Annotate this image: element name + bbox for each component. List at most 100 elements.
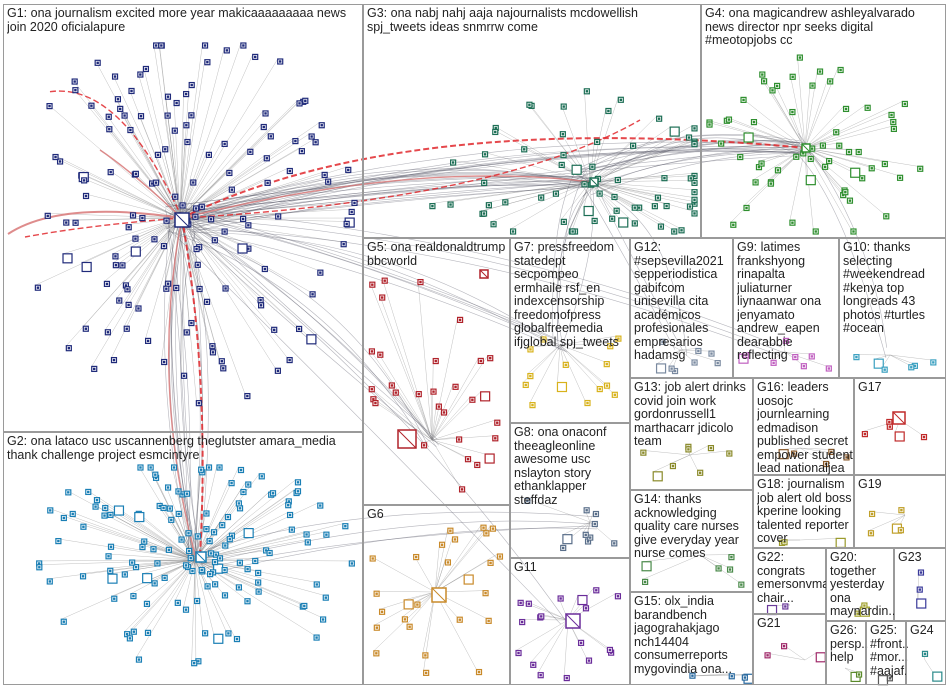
node-marker (583, 205, 594, 217)
node-core (739, 155, 742, 159)
node-core (103, 514, 106, 517)
edge-line (131, 217, 181, 248)
edge-line (774, 83, 806, 149)
edge-line (406, 591, 436, 625)
node-core (154, 44, 158, 47)
edge-line (844, 667, 852, 673)
edge-line (481, 180, 591, 183)
node-core (113, 597, 116, 600)
node-core (598, 387, 601, 391)
node-core (247, 224, 250, 227)
node-core (598, 192, 601, 195)
node-core (484, 591, 487, 595)
node-core (221, 523, 224, 527)
node-core (259, 304, 263, 307)
node-core (593, 522, 597, 526)
edge-line (804, 147, 814, 230)
group-box-g18: G18: journalism job alert old boss kperi… (753, 475, 854, 548)
edge-line (172, 128, 181, 219)
edge-line (589, 181, 688, 205)
hub-node-mark (565, 613, 581, 629)
edge-line (874, 354, 891, 360)
node-core (416, 603, 419, 606)
edge-line (194, 559, 197, 659)
node-core (693, 190, 696, 194)
node-marker (81, 261, 92, 273)
edge-curve (595, 150, 808, 189)
node-core (195, 247, 198, 251)
node-core (454, 385, 457, 389)
node-core (383, 279, 386, 282)
edge-highlight (47, 90, 183, 219)
node-marker (62, 253, 73, 264)
node-core (186, 140, 189, 144)
node-core (752, 120, 756, 124)
edge-curve (179, 228, 785, 358)
edge-line (589, 175, 689, 183)
node-core (821, 144, 825, 147)
edge-line (143, 66, 181, 219)
node-core (727, 118, 731, 121)
edge-line (431, 358, 479, 441)
group-box-g21: G21 (753, 614, 826, 685)
group-box-g12: G12: #sepsevilla2021 sepperiodistica gab… (630, 238, 733, 378)
edge-line (844, 667, 857, 673)
group-label-g26: G26: persp... help (830, 624, 868, 664)
edge-line (404, 591, 436, 601)
node-core (163, 576, 166, 580)
edge-curve (579, 134, 801, 174)
edge-line (161, 217, 181, 360)
edge-curve (193, 150, 812, 230)
node-core (310, 135, 313, 138)
node-core (680, 229, 683, 232)
node-core (824, 462, 828, 466)
node-core (740, 583, 743, 586)
edge-curve (176, 186, 589, 227)
node-core (73, 80, 76, 83)
node-core (708, 123, 711, 126)
edge-line (434, 525, 482, 593)
node-core (458, 618, 461, 621)
node-core (287, 503, 290, 507)
node-core (67, 491, 70, 494)
node-core (866, 106, 869, 110)
node-core (709, 446, 713, 450)
node-core (560, 163, 563, 167)
node-core (466, 457, 470, 461)
edge-line (94, 497, 196, 561)
edge-line (589, 116, 657, 183)
edge-line (153, 42, 181, 219)
node-core (494, 130, 497, 134)
edge-line (434, 530, 485, 593)
edge-line (589, 181, 693, 190)
node-core (67, 346, 71, 350)
edge-line (589, 181, 653, 204)
node-core (177, 512, 180, 516)
node-core (200, 205, 203, 208)
node-core (149, 466, 152, 469)
node-core (619, 98, 623, 101)
group-box-g6: G6 (363, 505, 510, 685)
edge-curve (592, 140, 807, 173)
node-core (446, 561, 450, 564)
node-core (209, 552, 213, 555)
node-core (527, 602, 531, 605)
node-core (114, 263, 118, 267)
edge-line (560, 103, 591, 183)
node-core (811, 84, 814, 87)
edge-curve (580, 140, 801, 173)
node-core (511, 230, 515, 233)
node-core (242, 44, 245, 47)
edge-line (775, 147, 806, 168)
edge-line (183, 559, 196, 608)
node-core (127, 303, 130, 307)
node-core (766, 654, 769, 657)
group-label-g11: G11 (514, 561, 537, 574)
edge-line (194, 464, 207, 561)
node-core (265, 157, 268, 160)
edge-line (589, 181, 633, 222)
node-core (732, 223, 735, 226)
node-core (687, 136, 691, 139)
node-core (371, 557, 374, 560)
edge-curve (577, 141, 799, 171)
